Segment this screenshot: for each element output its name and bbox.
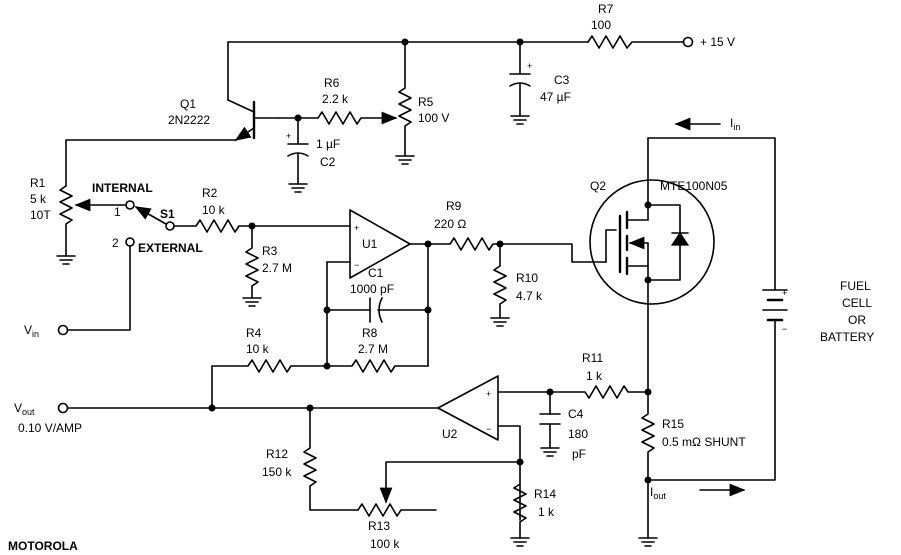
opamp-u1 [326,209,411,367]
c3-value: 47 µF [540,90,571,104]
s1-name: S1 [160,207,175,221]
r10-name: R10 [516,271,538,285]
fuel-line2: CELL [842,296,872,310]
vout-label: Vout [14,401,35,417]
r9-name: R9 [446,199,462,213]
r14-value: 1 k [538,505,555,519]
r6-name: R6 [324,76,340,90]
c4-name: C4 [568,407,584,421]
capacitor-c4 [539,391,561,457]
brand-label: MOTOROLA [8,539,78,553]
r12-name: R12 [266,447,288,461]
r4-value: 10 k [246,342,270,356]
fuel-line4: BATTERY [820,330,874,344]
r5-name: R5 [418,95,434,109]
capacitor-c3 [509,41,531,125]
fuel-line3: OR [848,313,866,327]
battery-loop [647,117,788,497]
r13-value: 100 k [370,537,400,551]
r2-name: R2 [202,186,218,200]
u1-feedback [211,240,451,373]
r7-name: R7 [598,2,614,16]
r1-turns: 10T [30,208,51,222]
r1-name: R1 [30,176,46,190]
r1-value: 5 k [30,192,47,206]
c4-value: 180 [568,427,588,441]
r2-value: 10 k [202,203,226,217]
resistor-r12 [303,407,359,511]
iout-label: Iout [650,485,666,501]
resistor-r9 [449,237,607,263]
u2-plus: + [486,389,491,399]
resistor-r3 [242,225,262,307]
u1-plus: + [354,223,359,233]
switch-s1 [57,200,175,336]
fuel-line1: FUEL [840,279,871,293]
resistor-r2 [173,219,351,233]
s1-pos2: 2 [112,236,119,250]
r5-value: 100 V [418,111,449,125]
u2-name: U2 [442,427,458,441]
resistor-r14 [510,483,530,547]
c2-value: 1 µF [316,137,340,151]
r12-value: 150 k [262,465,292,479]
r3-name: R3 [262,244,278,258]
resistor-r15-shunt [638,388,658,547]
supply-terminal [682,36,694,48]
iin-label: Iin [730,116,740,132]
r8-value: 2.7 M [358,342,388,356]
transistor-q1 [227,99,279,141]
c1-value: 1000 pF [350,282,394,296]
top-rail [227,38,589,101]
c2-plus: + [286,131,291,141]
r11-value: 1 k [586,369,603,383]
u1-minus: − [354,260,359,270]
supply-label: + 15 V [700,35,735,49]
r7-value: 100 [591,18,611,32]
potentiometer-r1 [56,139,237,265]
mosfet-q2 [589,137,715,393]
r9-value: 220 Ω [434,217,466,231]
q2-part: MTE100N05 [660,179,728,193]
q1-part: 2N2222 [168,113,210,127]
r4-name: R4 [246,326,262,340]
q1-name: Q1 [180,97,196,111]
r15-value: 0.5 mΩ SHUNT [662,435,746,449]
s1-pos1: 1 [114,205,121,219]
capacitor-c2 [287,117,309,193]
r10-value: 4.7 k [516,289,543,303]
r15-name: R15 [662,417,684,431]
vout-line [57,365,439,414]
battery-minus: − [782,324,787,334]
resistor-r6 [277,111,398,125]
resistor-r7 [587,35,694,49]
internal-label: INTERNAL [92,181,153,195]
potentiometer-r13 [357,461,521,517]
opamp-u2 [437,375,524,521]
u1-name: U1 [362,237,378,251]
r3-value: 2.7 M [262,261,292,275]
c3-plus: + [527,61,532,71]
vout-scale: 0.10 V/AMP [18,421,82,435]
r13-name: R13 [368,519,390,533]
q2-name: Q2 [590,179,606,193]
r6-value: 2.2 k [322,92,349,106]
battery-plus: + [782,288,787,298]
resistor-r10 [490,243,510,327]
c1-name: C1 [368,266,384,280]
c4-unit: pF [572,447,586,461]
potentiometer-r5 [395,41,415,165]
r8-name: R8 [362,326,378,340]
r14-name: R14 [534,487,556,501]
r11-name: R11 [582,351,603,365]
u2-minus: − [486,424,491,434]
c2-name: C2 [320,155,336,169]
resistor-r11 [497,385,649,399]
vin-label: Vin [24,323,39,339]
external-label: EXTERNAL [138,241,203,255]
c3-name: C3 [554,73,570,87]
